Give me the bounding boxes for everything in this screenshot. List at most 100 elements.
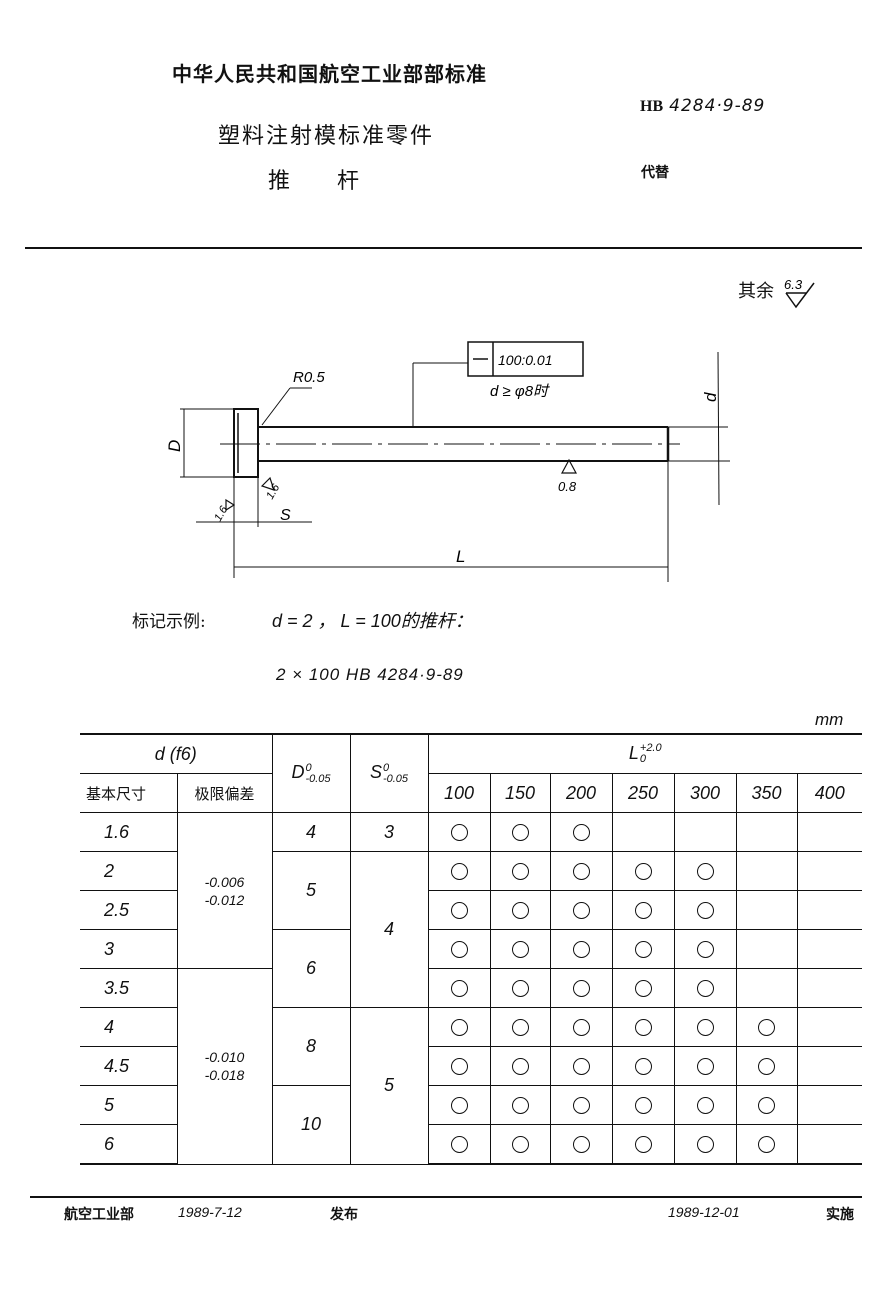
avail-cell: [549, 1007, 613, 1047]
avail-cell: [611, 1007, 675, 1047]
avail-cell: [611, 968, 675, 1008]
avail-cell: [796, 968, 862, 1008]
marking-example-code: 2 × 100 HB 4284·9-89: [276, 665, 464, 684]
available-mark-icon: [696, 863, 714, 881]
available-mark-icon: [572, 980, 590, 998]
avail-cell: [796, 1085, 862, 1125]
available-mark-icon: [450, 902, 468, 920]
avail-cell: [549, 1124, 613, 1165]
avail-cell: [427, 890, 491, 930]
available-mark-icon: [696, 941, 714, 959]
avail-cell: [549, 1085, 613, 1125]
available-mark-icon: [450, 1097, 468, 1115]
avail-cell: [427, 1085, 491, 1125]
d-basic: 6: [80, 1124, 178, 1165]
marking-example-label: 标记示例:: [132, 612, 206, 632]
replaces-label: 代替: [641, 165, 669, 181]
avail-cell: [549, 1046, 613, 1086]
avail-cell: [549, 890, 613, 930]
available-mark-icon: [511, 863, 529, 881]
avail-cell: [427, 968, 491, 1008]
table-row: 3 6: [80, 929, 862, 1008]
avail-cell: [611, 1124, 675, 1165]
header-divider: [25, 247, 862, 249]
d-tolerance: -0.006-0.012: [176, 812, 273, 969]
d-basic: 3.5: [80, 968, 178, 1008]
pin-head: [233, 408, 259, 478]
avail-cell: [427, 929, 491, 969]
unit-label: mm: [815, 710, 844, 729]
table-row: 4 8 5: [80, 1007, 862, 1165]
avail-cell: [611, 890, 675, 930]
footer-issue-date: 1989-7-12: [178, 1204, 242, 1220]
available-mark-icon: [572, 902, 590, 920]
available-mark-icon: [572, 1058, 590, 1076]
D-value: 6: [271, 929, 351, 1008]
avail-cell: [611, 812, 675, 852]
footer-effective-label: 实施: [826, 1207, 854, 1223]
avail-cell: [673, 890, 737, 930]
avail-cell: [673, 929, 737, 969]
marking-example-text: d = 2 ， L = 100的推杆：: [272, 611, 473, 631]
header-d: d (f6): [80, 733, 273, 774]
avail-cell: [735, 1046, 798, 1086]
available-mark-icon: [758, 1058, 775, 1076]
available-mark-icon: [511, 980, 529, 998]
avail-cell: [549, 929, 613, 969]
header-S: S0-0.05: [349, 733, 429, 813]
issuing-organization: 中华人民共和国航空工业部部标准: [172, 62, 487, 86]
header-d-basic: 基本尺寸: [80, 773, 178, 813]
avail-cell: [611, 929, 675, 969]
available-mark-icon: [634, 1097, 652, 1115]
avail-cell: [735, 851, 798, 891]
available-mark-icon: [450, 941, 468, 959]
header-L-250: 250: [611, 773, 675, 813]
available-mark-icon: [572, 824, 590, 842]
avail-cell: [489, 968, 551, 1008]
available-mark-icon: [634, 1019, 652, 1037]
S-value: 4: [349, 851, 429, 1008]
available-mark-icon: [511, 941, 529, 959]
avail-cell: [549, 968, 613, 1008]
d-basic: 2: [80, 851, 178, 891]
svg-text:d: d: [701, 392, 720, 402]
avail-cell: [611, 1085, 675, 1125]
d-tolerance: -0.010-0.018: [176, 968, 273, 1165]
avail-cell: [427, 851, 491, 891]
svg-text:100:0.01: 100:0.01: [498, 352, 553, 368]
available-mark-icon: [696, 902, 714, 920]
avail-cell: [796, 929, 862, 969]
header-L-100: 100: [427, 773, 491, 813]
header-L-150: 150: [489, 773, 551, 813]
available-mark-icon: [696, 980, 714, 998]
available-mark-icon: [511, 1019, 529, 1037]
available-mark-icon: [572, 1019, 590, 1037]
standard-prefix: HB: [640, 98, 664, 115]
available-mark-icon: [572, 1097, 590, 1115]
available-mark-icon: [450, 863, 468, 881]
avail-cell: [735, 1085, 798, 1125]
D-value: 5: [271, 851, 351, 930]
footer-issue-label: 发布: [330, 1207, 358, 1223]
D-value: 8: [271, 1007, 351, 1086]
available-mark-icon: [450, 824, 468, 842]
footer-divider: [30, 1196, 862, 1198]
roughness-rest-label: 其余: [738, 281, 774, 302]
avail-cell: [673, 1046, 737, 1086]
svg-text:0.8: 0.8: [558, 479, 577, 494]
avail-cell: [489, 1007, 551, 1047]
avail-cell: [735, 812, 798, 852]
d-basic: 2.5: [80, 890, 178, 930]
avail-cell: [489, 1085, 551, 1125]
d-basic: 4: [80, 1007, 178, 1047]
avail-cell: [673, 1007, 737, 1047]
d-basic: 1.6: [80, 812, 178, 852]
avail-cell: [549, 851, 613, 891]
header-L-200: 200: [549, 773, 613, 813]
available-mark-icon: [511, 1058, 529, 1076]
avail-cell: [735, 890, 798, 930]
avail-cell: [489, 929, 551, 969]
D-value: 4: [271, 812, 351, 852]
